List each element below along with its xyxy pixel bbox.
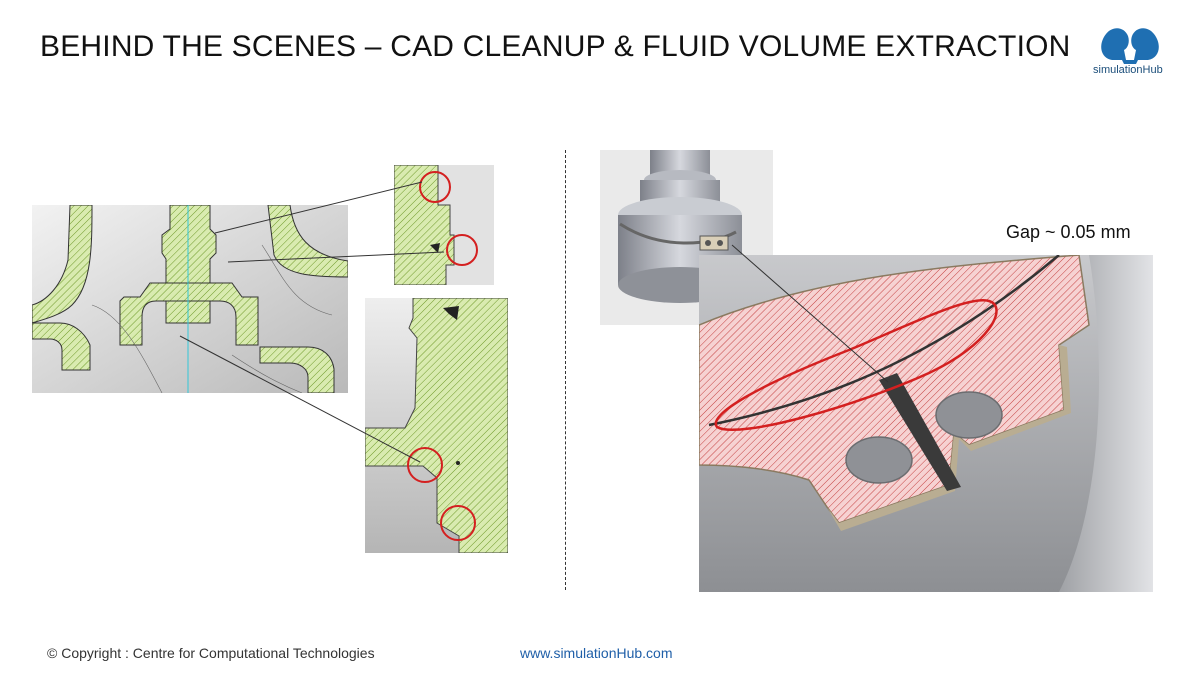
website-link[interactable]: www.simulationHub.com: [520, 645, 673, 661]
copyright-text: © Copyright : Centre for Computational T…: [47, 645, 375, 661]
gap-label: Gap ~ 0.05 mm: [1006, 222, 1131, 242]
valve-cross-section-image: [32, 205, 348, 393]
dashed-divider: [565, 150, 566, 590]
logo-text: simulationHub: [1093, 64, 1163, 76]
retaining-ring-closeup-image: [699, 255, 1153, 592]
zoom-detail-bottom-image: [365, 298, 508, 553]
simulationhub-logo-icon: [1101, 28, 1159, 64]
slide-title: BEHIND THE SCENES – CAD CLEANUP & FLUID …: [40, 30, 1071, 63]
